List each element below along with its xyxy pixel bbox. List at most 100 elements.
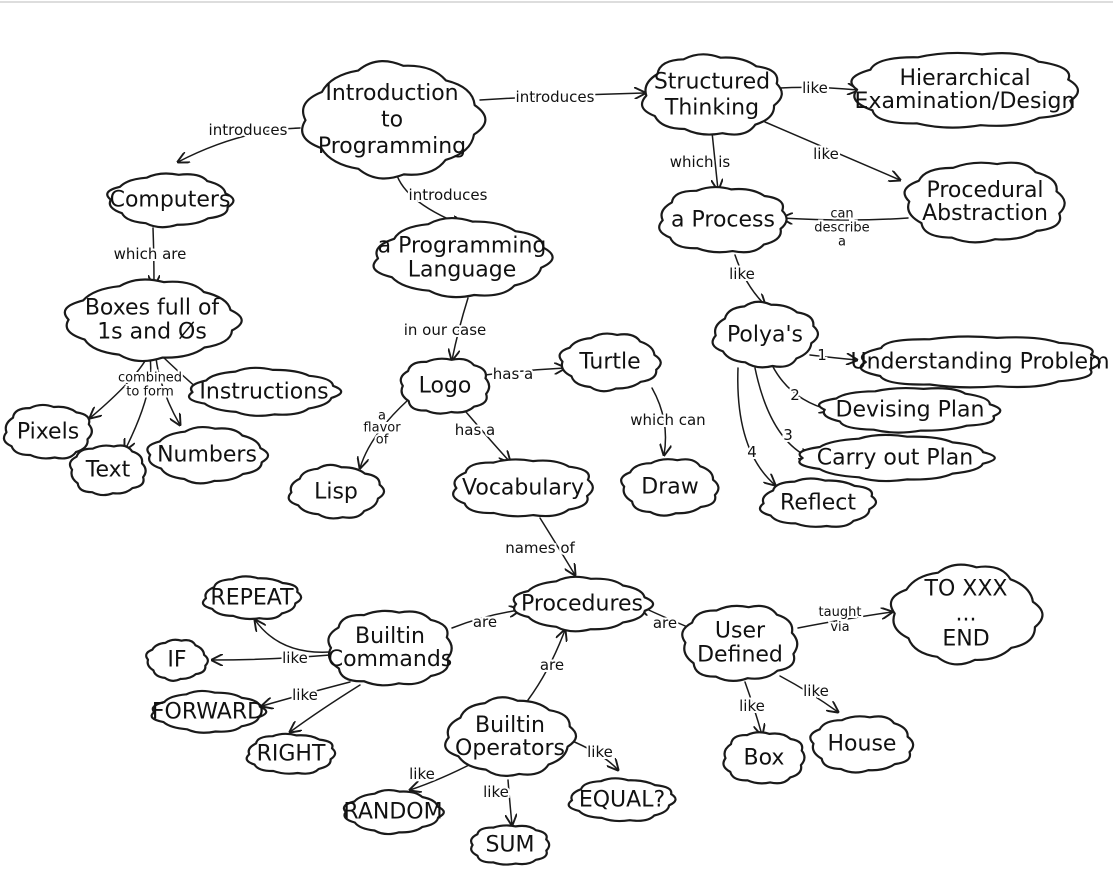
node-bubble <box>818 386 1002 434</box>
edge-label-intro-computers: introduces <box>209 121 288 139</box>
node-equal: EQUAL? <box>567 777 677 823</box>
edge-boxes-numbers <box>155 357 180 425</box>
node-label: RIGHT <box>257 742 326 767</box>
node-bubble <box>444 696 578 777</box>
edge-bo-equal <box>569 739 618 770</box>
edge-label-logo-lisp: a <box>378 409 386 424</box>
edge-ud-box <box>744 681 762 735</box>
edge-label-boxes-combined: combined <box>118 371 182 386</box>
edge-bc-procedures <box>451 610 520 629</box>
edge-label-polyas-1: 1 <box>817 346 827 364</box>
node-forward: FORWARD <box>150 689 268 734</box>
node-label: SUM <box>485 833 534 858</box>
edge-vocab-procedures <box>539 517 575 575</box>
node-label: Commands <box>328 647 453 672</box>
edge-ud-house <box>779 675 838 712</box>
edge-label-process-polyas: like <box>729 265 755 283</box>
edge-label-logo-vocab: has a <box>455 421 495 439</box>
node-label: Structured <box>654 69 770 94</box>
node-label: Draw <box>641 475 698 500</box>
edge-label-vocab-procedures: names of <box>505 539 575 557</box>
edge-label-computers-boxes: which are <box>114 245 187 263</box>
node-bubble <box>287 463 386 520</box>
node-label: a Programming <box>378 234 547 259</box>
node-label: Devising Plan <box>836 398 985 423</box>
edge-logo-turtle <box>484 368 565 376</box>
node-random: RANDOM <box>342 788 445 836</box>
edge-label-intro-structured: introduces <box>516 88 595 106</box>
node-label: Defined <box>697 643 783 668</box>
node-computers: Computers <box>106 172 235 229</box>
edge-label-procabs-process: can <box>830 207 853 222</box>
edge-label-turtle-draw: which can <box>630 411 705 429</box>
edge-label-structured-process: which is <box>670 153 731 171</box>
edge-label-procabs-process: a <box>838 235 846 250</box>
node-label: Logo <box>419 374 472 399</box>
edge-label-ud-taught: via <box>830 620 849 635</box>
edge-label-intro-proglang: introduces <box>409 186 488 204</box>
edge-bo-procedures <box>527 630 565 701</box>
node-numbers: Numbers <box>146 425 270 485</box>
edge-label-bo-like-sum: like <box>483 783 509 801</box>
node-bubble <box>150 689 268 734</box>
node-label: House <box>828 732 897 757</box>
edge-bc-forward <box>262 681 351 706</box>
node-label: Text <box>85 458 131 483</box>
edge-procabs-process <box>782 218 909 220</box>
edge-structured-hier <box>779 87 858 90</box>
edge-label-bc-like-bottom: like <box>292 686 318 704</box>
edge-bc-if <box>212 655 331 660</box>
edge-polyas-understanding <box>809 355 857 360</box>
node-bubble <box>798 433 996 483</box>
edge-label-logo-turtle: has a <box>493 365 533 383</box>
edge-label-layer: introduces introduces introduces like like wh… <box>112 77 872 803</box>
node-label: Builtin <box>355 624 425 649</box>
node-right: RIGHT <box>245 732 337 775</box>
node-bubble <box>567 777 677 823</box>
node-if: IF <box>145 638 209 682</box>
node-label: Computers <box>110 188 231 213</box>
node-bubble <box>711 300 819 369</box>
node-label: Language <box>408 258 517 283</box>
node-label: Lisp <box>314 480 358 505</box>
node-label: Boxes full of <box>85 296 221 321</box>
node-label: a Process <box>671 208 775 233</box>
edge-label-polyas-3: 3 <box>783 426 793 444</box>
node-bubble <box>327 609 453 687</box>
edge-label-ud-procedures: are <box>653 614 677 632</box>
node-label: Introduction <box>325 81 458 106</box>
node-label: Examination/Design <box>855 89 1076 114</box>
node-bubble <box>301 60 487 180</box>
node-bubble <box>758 477 878 528</box>
node-procedures: Procedures <box>512 575 655 633</box>
edge-label-structured-hier: like <box>802 79 828 97</box>
edge-label-polyas-2: 2 <box>790 386 800 404</box>
edge-label-ud-like-house: like <box>803 682 829 700</box>
edge-label-ud-like-box: like <box>739 697 765 715</box>
node-bubble <box>399 357 491 415</box>
node-draw: Draw <box>620 458 720 517</box>
edge-label-polyas-4: 4 <box>747 443 757 461</box>
node-bubble <box>2 403 93 460</box>
node-label: IF <box>167 648 186 673</box>
node-label: Abstraction <box>922 201 1048 226</box>
node-bubble <box>145 638 209 682</box>
node-toxxx: TO XXX...END <box>889 563 1044 666</box>
node-bubble <box>372 217 554 299</box>
node-bubble <box>558 332 662 393</box>
edge-bc-right <box>290 684 361 732</box>
edge-bo-sum <box>508 779 512 825</box>
node-understanding: Understanding Problem <box>850 335 1110 389</box>
node-label: to <box>381 108 403 133</box>
node-bubble <box>245 732 337 775</box>
node-sum: SUM <box>470 824 551 866</box>
node-label: RANDOM <box>343 800 442 825</box>
node-turtle: Turtle <box>558 332 662 393</box>
node-bubble <box>63 278 243 363</box>
node-label: Builtin <box>475 713 545 738</box>
node-bubble <box>452 458 594 518</box>
